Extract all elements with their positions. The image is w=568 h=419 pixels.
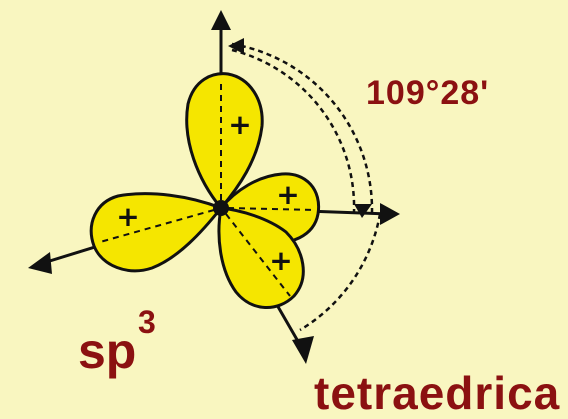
lobe-upper	[185, 72, 264, 211]
arrowhead-right	[380, 203, 400, 225]
arc-arrow-top	[228, 38, 244, 54]
hybridization-superscript: 3	[138, 304, 156, 340]
arrowheads	[28, 10, 400, 364]
bond-angle-label: 109°28'	[366, 74, 490, 112]
arc-arrow-right	[354, 204, 372, 218]
lobe-left	[89, 192, 224, 273]
hybridization-label: sp	[78, 323, 137, 379]
arrowhead-left	[28, 252, 52, 274]
arrowhead-up	[211, 10, 231, 30]
angle-arc-inner	[231, 48, 356, 213]
plus-signs: + + + +	[116, 108, 299, 277]
angle-arc-lower	[299, 213, 382, 332]
plus-lower: +	[269, 244, 292, 277]
angle-arc-outer	[231, 42, 374, 213]
plus-upper: +	[228, 108, 251, 141]
lobe-axis-dashes	[99, 80, 315, 297]
central-atom	[213, 200, 229, 216]
geometry-label: tetraedrica	[314, 367, 561, 419]
arrowhead-down	[292, 336, 314, 364]
angle-arcs	[231, 42, 382, 332]
plus-left: +	[116, 200, 139, 233]
plus-right: +	[276, 178, 299, 211]
